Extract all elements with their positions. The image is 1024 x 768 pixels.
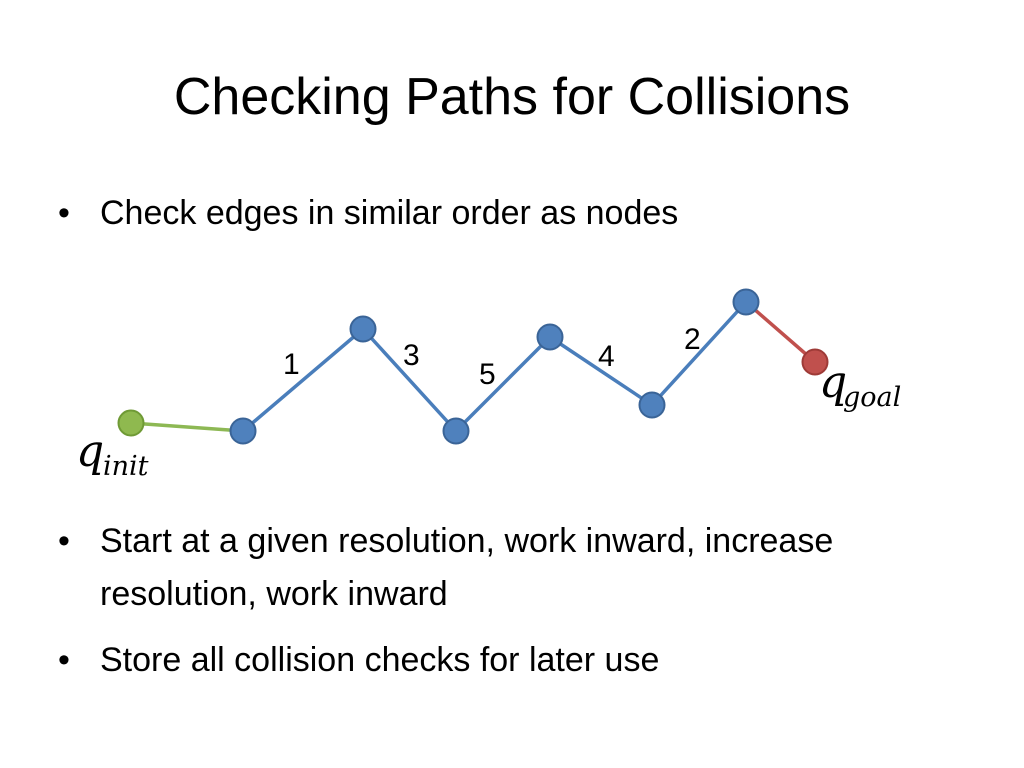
edge-order-label: 1 [283, 348, 300, 381]
path-node [732, 288, 760, 316]
q-init-base: q [76, 426, 104, 477]
edge-order-label: 2 [684, 323, 701, 356]
bullet-item-2: • Start at a given resolution, work inwa… [58, 515, 958, 621]
bullet-dot: • [58, 641, 70, 679]
bullet-text: Start at a given resolution, work inward… [100, 522, 834, 613]
start-node [117, 409, 145, 437]
path-node [229, 417, 257, 445]
path-node [536, 323, 564, 351]
bullet-item-1: • Check edges in similar order as nodes [58, 187, 958, 240]
edge-order-label: 3 [403, 339, 420, 372]
edge-order-label: 4 [598, 340, 615, 373]
edge-order-label: 5 [479, 358, 496, 391]
q-goal-label: q goal [819, 357, 901, 413]
q-init-label: q init [76, 426, 149, 482]
bullet-dot: • [58, 522, 70, 560]
bullet-text: Check edges in similar order as nodes [100, 194, 679, 232]
slide-title: Checking Paths for Collisions [173, 68, 851, 126]
path-node [442, 417, 470, 445]
bullet-dot: • [58, 194, 70, 232]
goal-node [801, 348, 829, 376]
start-edge [130, 421, 244, 433]
bullet-item-3: • Store all collision checks for later u… [58, 634, 958, 687]
path-node [349, 315, 377, 343]
path-edges [241, 300, 748, 433]
q-goal-subscript: goal [843, 382, 901, 413]
path-node [638, 391, 666, 419]
goal-edge [744, 300, 817, 364]
q-goal-base: q [819, 357, 847, 408]
q-init-subscript: init [103, 451, 149, 482]
bullet-text: Store all collision checks for later use [100, 641, 660, 679]
